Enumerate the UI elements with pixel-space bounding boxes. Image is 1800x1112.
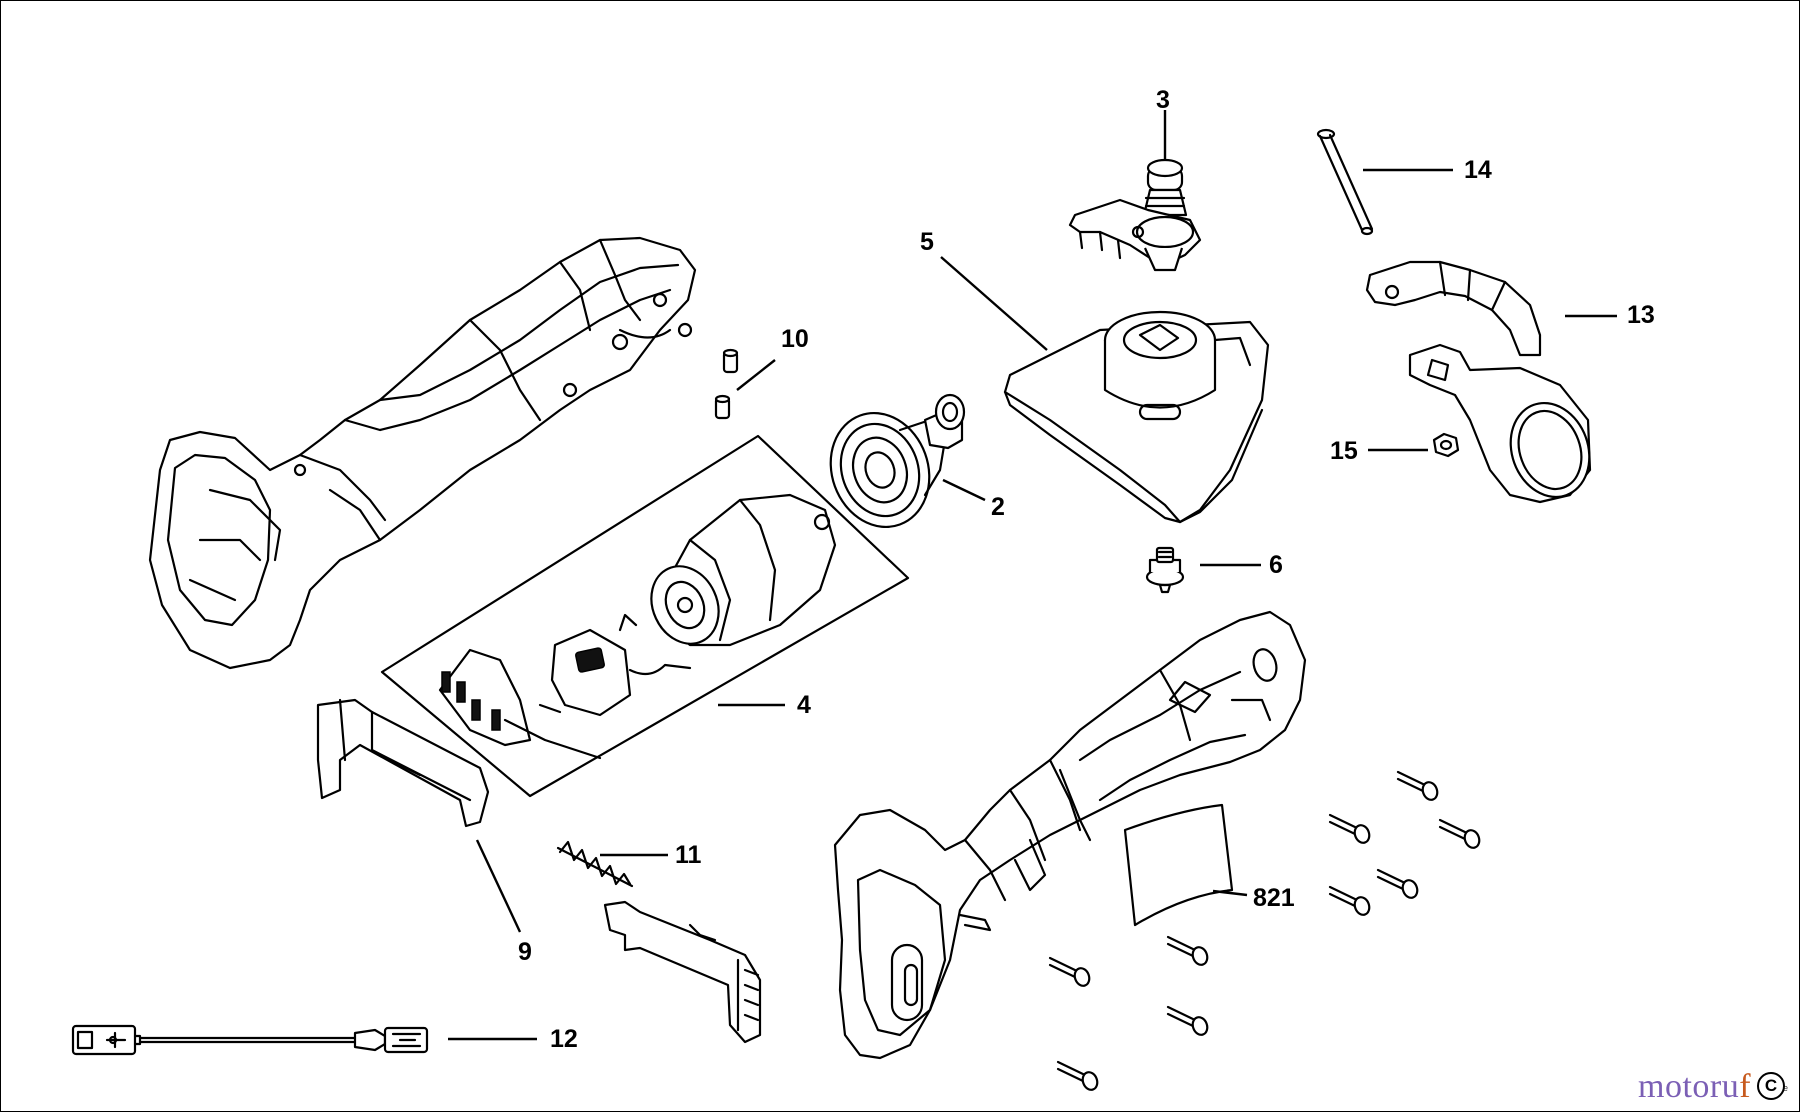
callout-6: 6 — [1269, 551, 1283, 579]
callout-4: 4 — [797, 691, 811, 719]
screw-6 — [1166, 935, 1209, 966]
part-14-pin — [1316, 128, 1374, 236]
screw-2 — [1328, 813, 1371, 844]
screw-7 — [1048, 956, 1091, 987]
screw-8 — [1166, 1005, 1209, 1036]
latch-piece-lower — [603, 900, 762, 1044]
screw-4 — [1376, 868, 1419, 899]
callout-13: 13 — [1627, 301, 1655, 329]
assembled-tool-housing — [833, 610, 1307, 1060]
part-3-clamp-spindle — [1068, 158, 1202, 272]
callout-3: 3 — [1156, 86, 1170, 114]
part-5-sanding-pad — [1003, 310, 1270, 524]
callout-15: 15 — [1330, 437, 1358, 465]
callout-5: 5 — [920, 228, 934, 256]
callout-numbers: 3 14 5 13 10 15 2 6 4 11 821 9 12 — [518, 86, 1655, 1053]
part-11-spring — [556, 840, 634, 888]
copyright-icon: C — [1757, 1072, 1785, 1100]
left-housing-half — [148, 236, 697, 670]
part-9-latch-plate — [316, 698, 490, 828]
part-13-dust-adapter — [1365, 260, 1592, 504]
callout-2: 2 — [991, 493, 1005, 521]
callout-9: 9 — [518, 938, 532, 966]
part-15-nut — [1432, 432, 1460, 458]
watermark-logo: motoruf — [1638, 1068, 1751, 1106]
screw-9 — [1056, 1060, 1099, 1091]
callout-11: 11 — [675, 841, 702, 869]
part-12-usb-cable — [71, 1024, 429, 1056]
callout-12: 12 — [550, 1025, 578, 1053]
part-4-motor-assembly — [380, 434, 910, 798]
part-10-pins — [714, 348, 739, 420]
part-6-bolt — [1145, 546, 1185, 594]
callout-14: 14 — [1464, 156, 1492, 184]
screws — [1048, 770, 1481, 1091]
watermark-brand-accent: f — [1739, 1068, 1752, 1105]
leader-lines — [448, 110, 1617, 1041]
callout-821: 821 — [1253, 884, 1295, 912]
part-2-gear-bearing — [829, 393, 966, 529]
callout-10: 10 — [781, 325, 809, 353]
screw-3 — [1438, 818, 1481, 849]
screw-1 — [1396, 770, 1439, 801]
watermark-brand-main: motoru — [1638, 1068, 1740, 1105]
screw-5 — [1328, 885, 1371, 916]
